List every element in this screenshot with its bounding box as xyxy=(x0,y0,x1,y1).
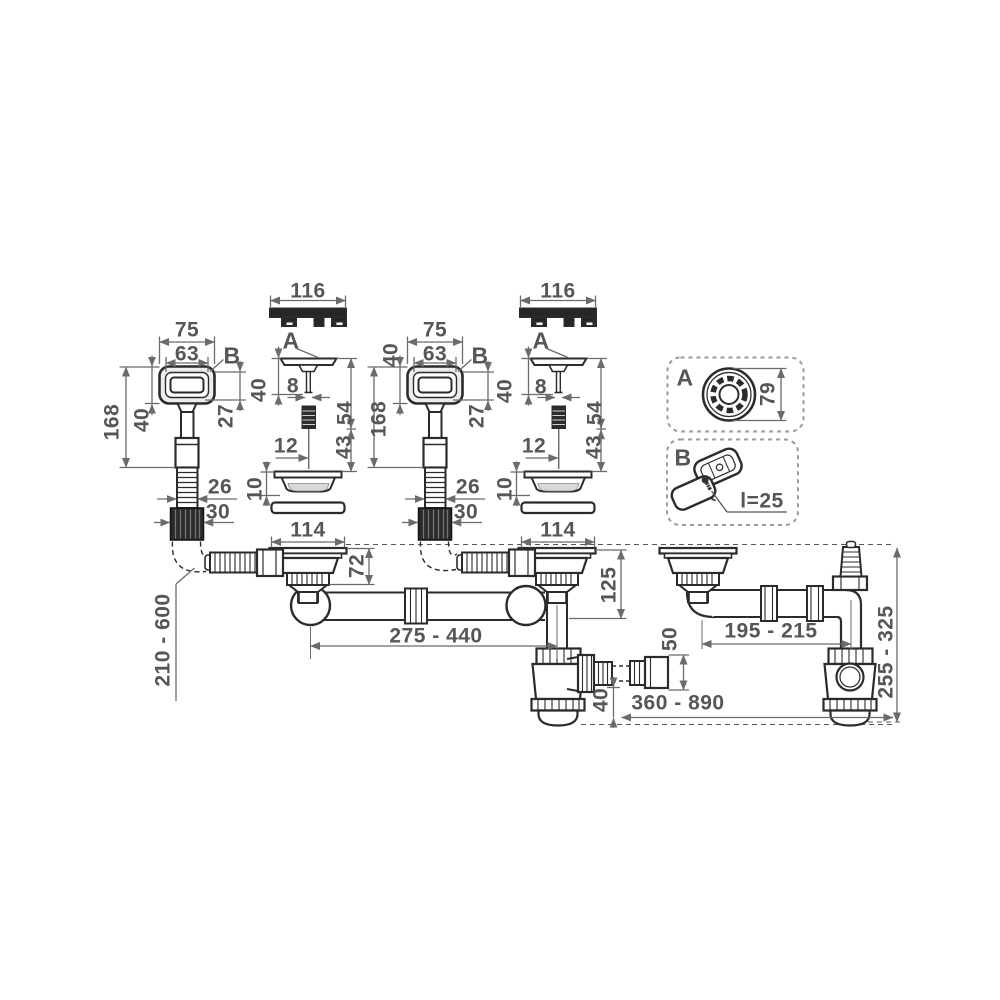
dim-a1-overflow-hose-diameter: 26 xyxy=(207,475,233,499)
detail-ref-b-2: B xyxy=(471,342,489,369)
dim-c2-height-outer: 54 xyxy=(583,400,607,426)
dim-c1-basket-height: 10 xyxy=(243,476,267,502)
dim-overflow-hose-length: 210 - 600 xyxy=(151,593,175,687)
dim-c1-height-outer: 54 xyxy=(333,400,357,426)
dim-detail-b-screw-length: l=25 xyxy=(740,489,784,513)
dim-a1-overflow-tube-length: 168 xyxy=(100,403,124,441)
dim-left-trap-height: 72 xyxy=(345,553,369,579)
dim-a2-overflow-inner-width: 63 xyxy=(422,342,448,366)
dim-c2-screw-length: 12 xyxy=(521,434,547,458)
dim-c1-flange-width: 114 xyxy=(290,518,326,542)
dim-a1-overflow-head-depth: 27 xyxy=(214,403,238,429)
dim-right-pipe-span: 195 - 215 xyxy=(724,619,818,643)
detail-ref-a-1: A xyxy=(282,327,300,354)
dim-a2-overflow-nut-diameter: 30 xyxy=(453,500,479,524)
dim-c2-cover-width: 116 xyxy=(540,279,576,303)
detail-box-a-label: A xyxy=(676,364,694,391)
dim-c2-flange-height: 40 xyxy=(493,378,517,404)
dim-c1-flange-height: 40 xyxy=(247,377,271,403)
dim-a1-overflow-inner-width: 63 xyxy=(174,342,200,366)
dim-a1-overflow-nut-diameter: 30 xyxy=(205,500,231,524)
detail-ref-b-1: B xyxy=(223,342,241,369)
detail-ref-a-2: A xyxy=(532,327,550,354)
dim-center-trap-height: 125 xyxy=(597,566,621,604)
dim-a2-overflow-tube-length: 168 xyxy=(367,400,391,438)
dim-c2-height-inner: 43 xyxy=(582,434,606,460)
dim-c1-pin-diameter: 8 xyxy=(286,374,300,398)
dim-detail-a-cover-diameter: 79 xyxy=(756,381,780,407)
dim-c1-cover-width: 116 xyxy=(290,279,326,303)
dim-c2-flange-width: 114 xyxy=(540,518,576,542)
detail-box-b-label: B xyxy=(674,444,692,471)
dim-c2-basket-height: 10 xyxy=(493,476,517,502)
dim-a1-overflow-head-height: 40 xyxy=(130,407,154,433)
dim-outlet-offset: 40 xyxy=(589,687,613,713)
dim-a2-overflow-hose-diameter: 26 xyxy=(455,475,481,499)
dim-a1-overflow-outer-width: 75 xyxy=(174,318,200,342)
dim-outlet-diameter: 50 xyxy=(658,626,682,652)
dim-a2-overflow-head-depth: 27 xyxy=(465,403,489,429)
dim-c1-height-inner: 43 xyxy=(332,434,356,460)
dim-c1-screw-length: 12 xyxy=(273,434,299,458)
dim-right-height-range: 255 - 325 xyxy=(874,605,898,699)
dim-c2-pin-diameter: 8 xyxy=(534,375,548,399)
dim-a2-overflow-head-height: 40 xyxy=(379,342,403,368)
dim-a2-overflow-outer-width: 75 xyxy=(422,318,448,342)
dim-outlet-hose-length: 360 - 890 xyxy=(631,691,725,715)
dim-pipe-span: 275 - 440 xyxy=(389,624,483,648)
